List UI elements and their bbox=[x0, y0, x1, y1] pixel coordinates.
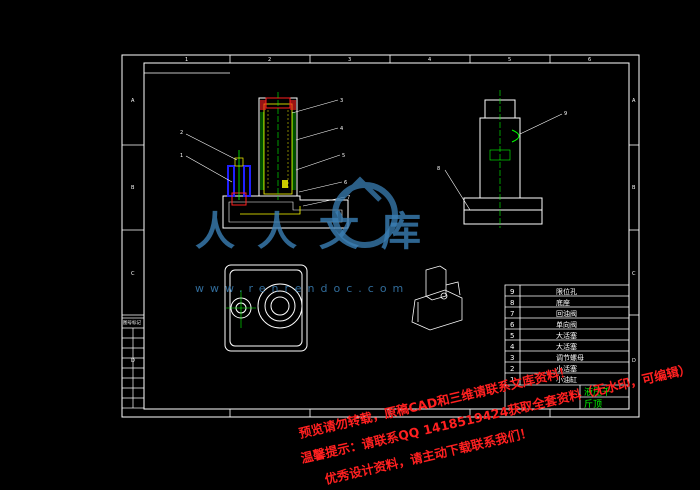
leader-label: 1 bbox=[180, 153, 183, 159]
parts-row-number: 1 bbox=[510, 376, 514, 384]
leader-label: 3 bbox=[340, 98, 343, 104]
parts-row-number: 5 bbox=[510, 332, 514, 340]
parts-row-name: 限位孔 bbox=[556, 287, 577, 296]
parts-row-name: 大活塞 bbox=[556, 331, 577, 340]
leader-label: 8 bbox=[437, 166, 440, 172]
watermark-logo bbox=[332, 176, 398, 248]
corner-stamp-text: 图号标记 bbox=[123, 319, 141, 326]
parts-row-name: 回油阀 bbox=[556, 309, 577, 318]
parts-row-name: 底座 bbox=[556, 298, 570, 307]
parts-row-name: 小活塞 bbox=[556, 364, 577, 373]
parts-row-name: 调节螺母 bbox=[556, 353, 584, 362]
row-label: C bbox=[632, 271, 636, 277]
leader-label: 2 bbox=[180, 130, 183, 136]
side-view bbox=[444, 90, 563, 228]
col-label: 5 bbox=[508, 57, 511, 63]
col-label: 4 bbox=[428, 57, 431, 63]
left-stamp-block bbox=[121, 317, 145, 409]
outer-border bbox=[121, 54, 640, 418]
parts-row-number: 8 bbox=[510, 299, 514, 307]
top-zone-ticks bbox=[122, 55, 639, 417]
col-label: 1 bbox=[185, 57, 188, 63]
watermark-logo-text: 人人文库 bbox=[195, 209, 443, 255]
parts-row-number: 4 bbox=[510, 343, 515, 351]
col-label: 6 bbox=[588, 57, 591, 63]
parts-row-name: 小油缸 bbox=[556, 375, 577, 384]
parts-row-number: 2 bbox=[510, 365, 514, 373]
parts-row-number: 9 bbox=[510, 288, 514, 296]
drawing-title: 液压千 bbox=[584, 386, 611, 398]
drawing-title-2: 斤顶 bbox=[584, 399, 602, 410]
parts-list-table bbox=[504, 284, 630, 410]
parts-row-number: 6 bbox=[510, 321, 515, 329]
row-label: D bbox=[632, 358, 636, 364]
parts-row-name: 单向阀 bbox=[556, 320, 577, 329]
top-view bbox=[224, 264, 308, 352]
col-label: 2 bbox=[268, 57, 271, 63]
front-section-view bbox=[185, 92, 349, 229]
leader-label: 6 bbox=[344, 180, 347, 186]
leader-label: 5 bbox=[342, 153, 345, 159]
watermark-url: www.renrendoc.com bbox=[195, 282, 409, 295]
col-label: 3 bbox=[348, 57, 351, 63]
row-label: B bbox=[131, 185, 135, 191]
row-label: A bbox=[632, 98, 636, 104]
parts-row-name: 大活塞 bbox=[556, 342, 577, 351]
inner-border bbox=[143, 62, 630, 410]
leader-label: 7 bbox=[347, 195, 350, 201]
leader-label: 4 bbox=[340, 126, 343, 132]
parts-row-number: 7 bbox=[510, 310, 514, 318]
row-label: B bbox=[632, 185, 636, 191]
isometric-view bbox=[411, 265, 463, 331]
parts-row-number: 3 bbox=[510, 354, 514, 362]
row-label: A bbox=[131, 98, 135, 104]
leader-label: 9 bbox=[564, 111, 567, 117]
row-label: C bbox=[131, 271, 135, 277]
